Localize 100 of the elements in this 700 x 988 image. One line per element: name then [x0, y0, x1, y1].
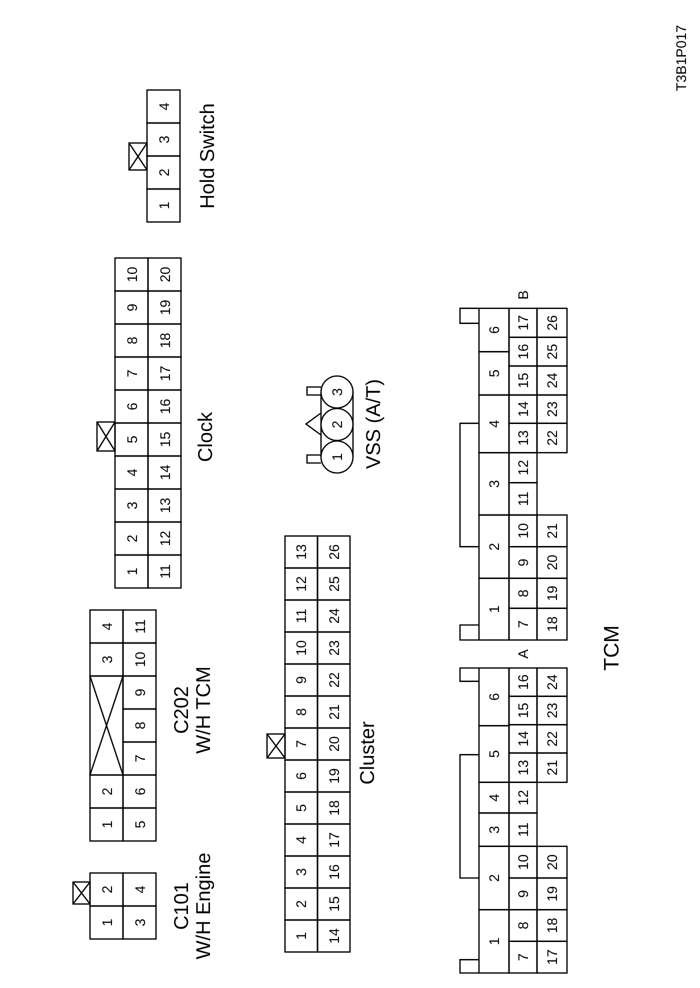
pin-number: 16	[516, 344, 530, 360]
pin-number: 12	[516, 460, 530, 476]
pin-number: 14	[516, 731, 530, 747]
pin-number: 2	[487, 542, 501, 551]
pin-number: 23	[545, 702, 559, 718]
pin-number: 3	[156, 136, 170, 144]
pin-number: 26	[545, 315, 559, 331]
pin-number: 4	[487, 794, 501, 802]
pin-number: 4	[294, 836, 308, 844]
pin-number: 1	[100, 918, 114, 926]
pin-number: 13	[294, 544, 308, 560]
pin-number: 10	[516, 523, 530, 539]
pin-number: 21	[545, 523, 559, 539]
pin-number: 1	[294, 932, 308, 940]
pin-number: 2	[100, 886, 114, 894]
pin-number: 9	[516, 890, 530, 898]
pin-number: 23	[545, 401, 559, 417]
pin-number: 16	[326, 864, 341, 880]
pin-number: 15	[326, 896, 341, 912]
pin-number: 1	[330, 453, 344, 461]
pin-number: 6	[487, 692, 501, 701]
pin-number: 20	[545, 554, 559, 570]
pin-number: 13	[158, 498, 172, 514]
pin-number: 18	[545, 918, 559, 934]
pin-number: 5	[132, 820, 146, 828]
pin-number: 12	[516, 790, 530, 806]
pin-number: 19	[326, 768, 341, 784]
pin-number: 5	[294, 804, 308, 812]
pin-number: 14	[326, 928, 341, 944]
pin-number: 11	[294, 608, 308, 624]
connector-side-label: A	[516, 649, 530, 659]
pin-number: 17	[545, 949, 559, 965]
pin-number: 4	[132, 886, 146, 894]
pin-number: 24	[545, 372, 559, 388]
pin-number: 2	[487, 874, 501, 882]
pin-number: 11	[158, 564, 172, 579]
pin-number: 7	[132, 754, 146, 762]
pin-number: 2	[330, 420, 344, 428]
pin-number: 4	[100, 622, 114, 630]
pin-number: 6	[132, 788, 146, 796]
pin-number: 19	[158, 300, 172, 316]
pin-number: 13	[516, 760, 530, 776]
pin-number: 22	[545, 731, 559, 747]
connector-name: C202	[172, 686, 192, 734]
pin-number: 10	[132, 652, 146, 668]
pin-number: 8	[294, 708, 308, 716]
pin-number: 16	[516, 674, 530, 690]
pin-number: 9	[124, 304, 138, 312]
pin-number: 23	[326, 640, 341, 656]
pin-number: 8	[516, 922, 530, 930]
pin-number: 18	[326, 800, 341, 816]
pin-number: 15	[516, 372, 530, 388]
pin-number: 20	[158, 266, 172, 282]
pin-number: 3	[132, 918, 146, 926]
pin-number: 17	[516, 315, 530, 331]
pin-number: 20	[326, 736, 341, 752]
pin-number: 14	[516, 401, 530, 417]
connector-name: C101	[172, 882, 192, 930]
pin-number: 16	[158, 398, 172, 414]
pin-number: 7	[124, 370, 138, 378]
pin-number: 1	[100, 820, 114, 828]
pin-number: 8	[124, 336, 138, 344]
connector-label: VSS (A/T)	[364, 379, 384, 469]
pin-number: 17	[158, 366, 172, 382]
pin-number: 14	[158, 464, 172, 480]
pin-number: 12	[294, 576, 308, 592]
pin-number: 2	[294, 900, 308, 908]
connector-label: Clock	[196, 412, 216, 462]
pin-number: 1	[124, 568, 138, 576]
pin-number: 9	[516, 558, 530, 566]
pin-number: 22	[545, 430, 559, 446]
connector-description: W/H Engine	[194, 852, 214, 960]
pin-number: 4	[487, 420, 501, 428]
pin-number: 9	[294, 676, 308, 684]
connector-description: W/H TCM	[194, 666, 214, 754]
pin-number: 4	[156, 102, 170, 110]
pin-number: 3	[124, 502, 138, 510]
pin-number: 5	[487, 750, 501, 758]
pin-number: 7	[294, 740, 308, 748]
pin-number: 1	[487, 605, 501, 614]
pin-number: 19	[545, 586, 559, 602]
pin-number: 2	[100, 788, 114, 796]
pin-number: 18	[158, 332, 172, 348]
pin-number: 3	[330, 388, 344, 396]
pin-number: 10	[516, 854, 530, 870]
pin-number: 6	[124, 402, 138, 410]
pin-number: 5	[487, 369, 501, 378]
pin-number: 1	[487, 937, 501, 946]
pin-number: 17	[326, 832, 341, 848]
pin-number: 3	[100, 656, 114, 664]
pin-number: 15	[516, 702, 530, 718]
pin-number: 11	[132, 619, 146, 634]
pin-number: 3	[487, 480, 501, 488]
connector-label: TCM	[602, 625, 622, 671]
pin-number: 9	[132, 688, 146, 696]
pin-number: 10	[124, 266, 138, 282]
pin-number: 2	[156, 168, 170, 176]
pin-number: 5	[124, 436, 138, 444]
pin-number: 15	[158, 432, 172, 448]
pin-number: 21	[326, 704, 341, 720]
